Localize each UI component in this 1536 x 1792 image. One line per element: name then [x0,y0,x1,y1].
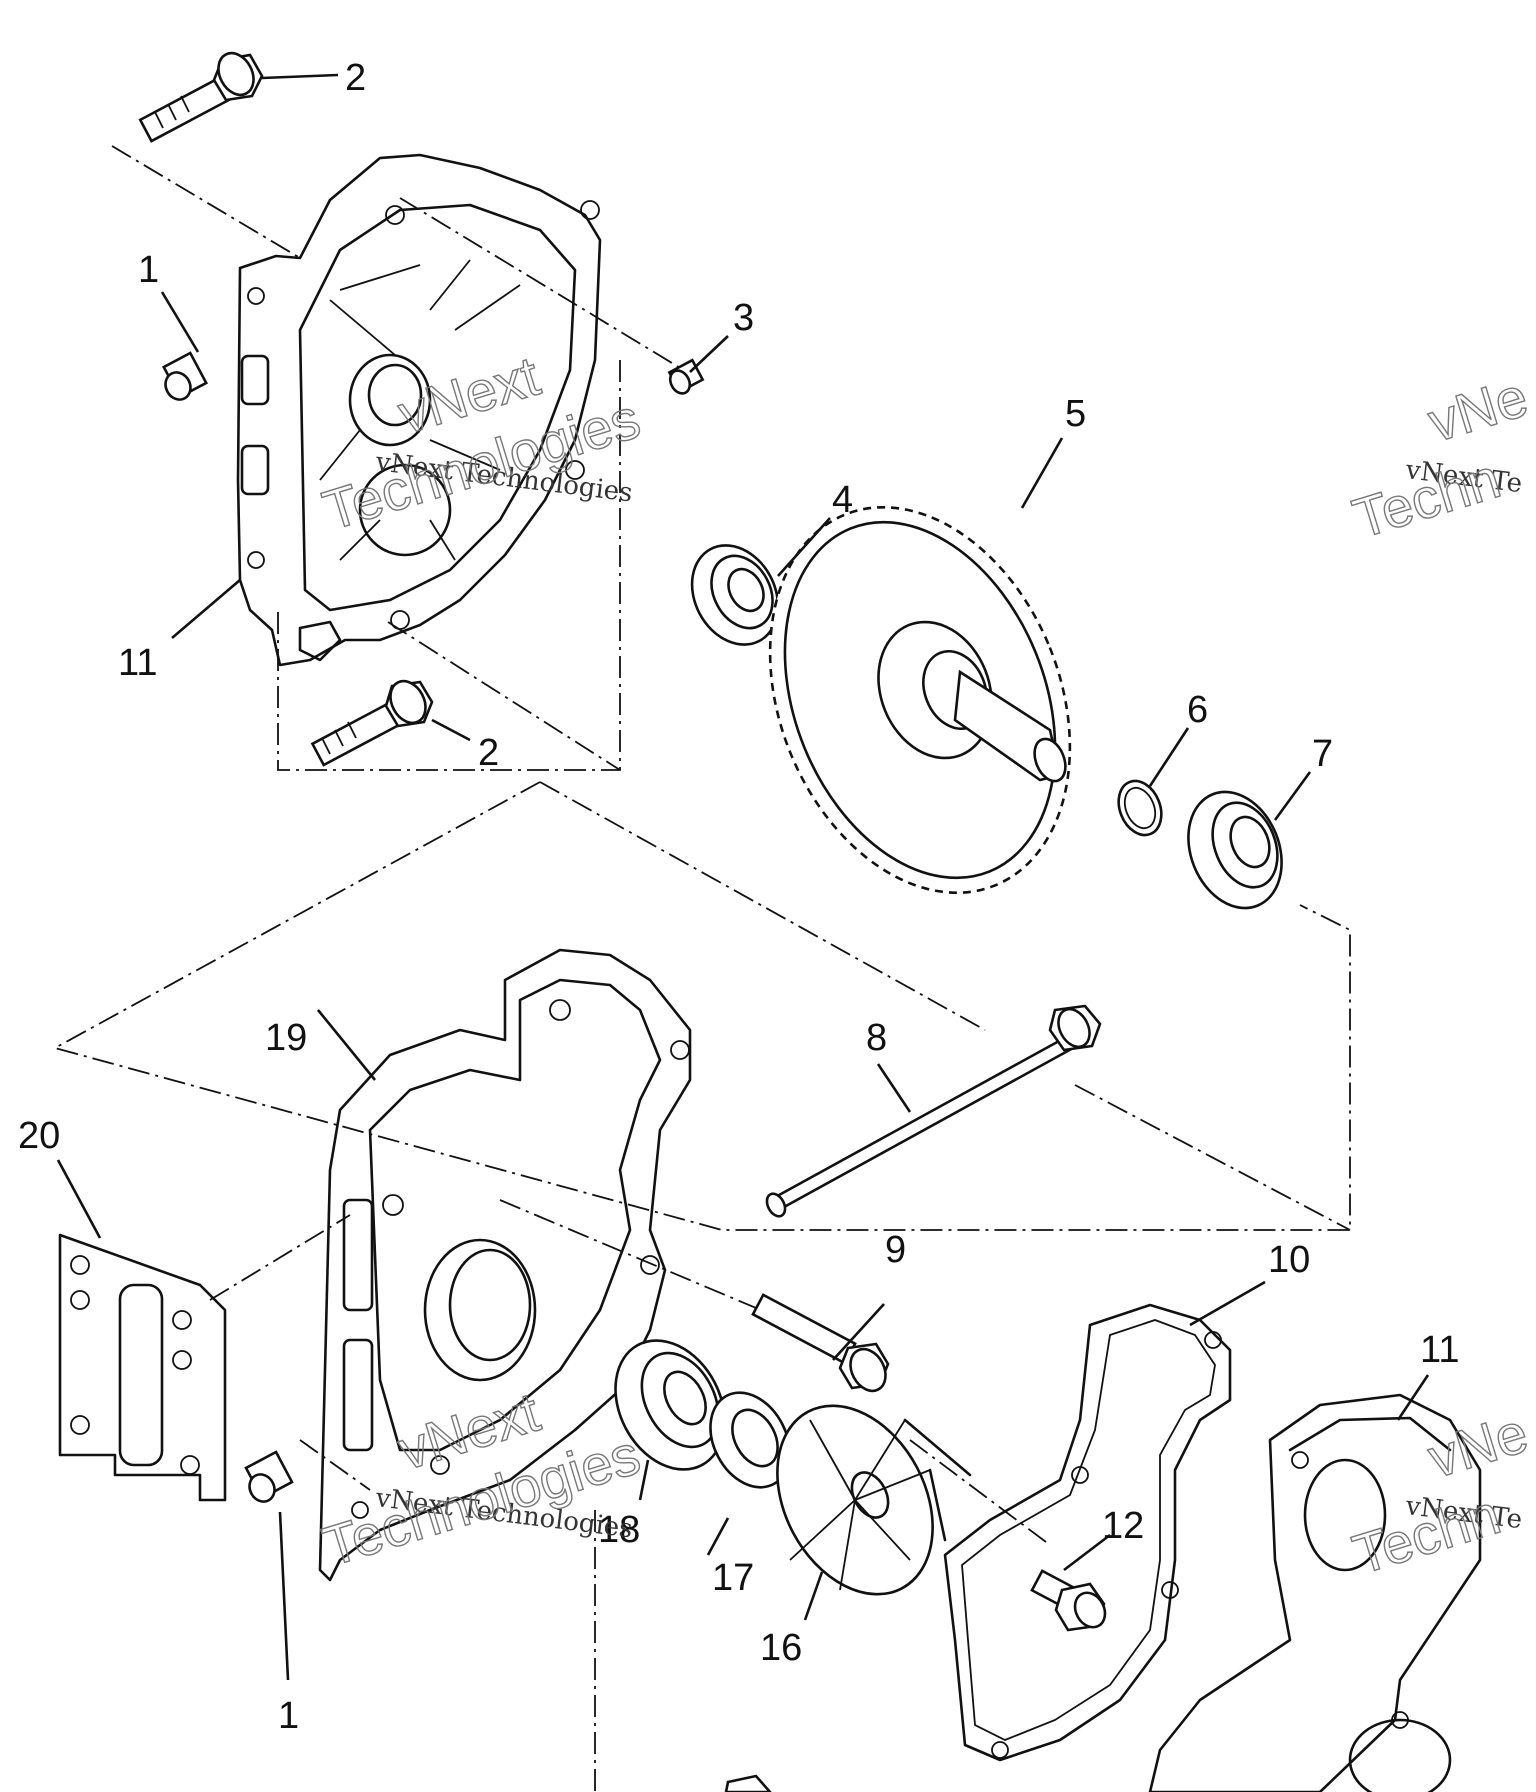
callout-4: 4 [832,479,853,521]
part-11-upper-housing [236,153,602,667]
part-5-gear [768,505,1072,895]
callout-8: 8 [866,1017,887,1059]
part-2-bolt-lower [310,679,434,767]
part-11-lower-housing [1148,1393,1482,1792]
callout-16: 16 [760,1627,802,1669]
callout-17: 17 [712,1557,754,1599]
callout-5: 5 [1065,393,1086,435]
callout-7: 7 [1312,733,1333,775]
part-8-long-bolt [765,1004,1102,1218]
watermark: vNext Technologies [315,1379,647,1579]
part-3-dowel [667,358,705,395]
callout-2-upper: 2 [345,57,366,99]
callout-12: 12 [1102,1505,1144,1547]
part-16-impeller [776,1404,972,1596]
callout-10: 10 [1268,1239,1310,1281]
callouts: 2 1 3 4 5 6 7 11 2 8 19 20 9 10 11 12 18… [18,57,1459,1737]
callout-1-lower: 1 [278,1695,299,1737]
part-20-gasket [58,1233,227,1502]
part-2-bolt-upper [138,51,264,143]
callout-9: 9 [885,1229,906,1271]
alignment-lines [52,145,1351,1792]
part-18-seal [614,1339,726,1471]
svg-text:vNe: vNe [1421,365,1535,454]
part-19-lower-housing [318,948,692,1582]
part-7-bearing [1187,790,1283,910]
callout-1-upper: 1 [138,249,159,291]
callout-18: 18 [598,1509,640,1551]
callout-11-lower: 11 [1420,1329,1459,1371]
part-4-bearing [690,544,780,646]
callout-3: 3 [733,297,754,339]
part-12-plug [1030,1569,1107,1632]
leader-lines [56,73,1430,1681]
callout-20: 20 [18,1115,60,1157]
partial-bolt-bottom [724,1774,772,1792]
callout-2-lower: 2 [478,732,499,774]
part-1-dowel-upper [162,351,208,401]
part-1-dowel-lower [244,1450,294,1503]
callout-11-upper: 11 [118,642,157,684]
part-17-washer [709,1391,791,1489]
part-6-ring [1117,779,1163,837]
part-10-gasket [943,1303,1232,1762]
callout-6: 6 [1187,689,1208,731]
callout-19: 19 [265,1017,307,1059]
part-9-bolt [751,1293,890,1393]
